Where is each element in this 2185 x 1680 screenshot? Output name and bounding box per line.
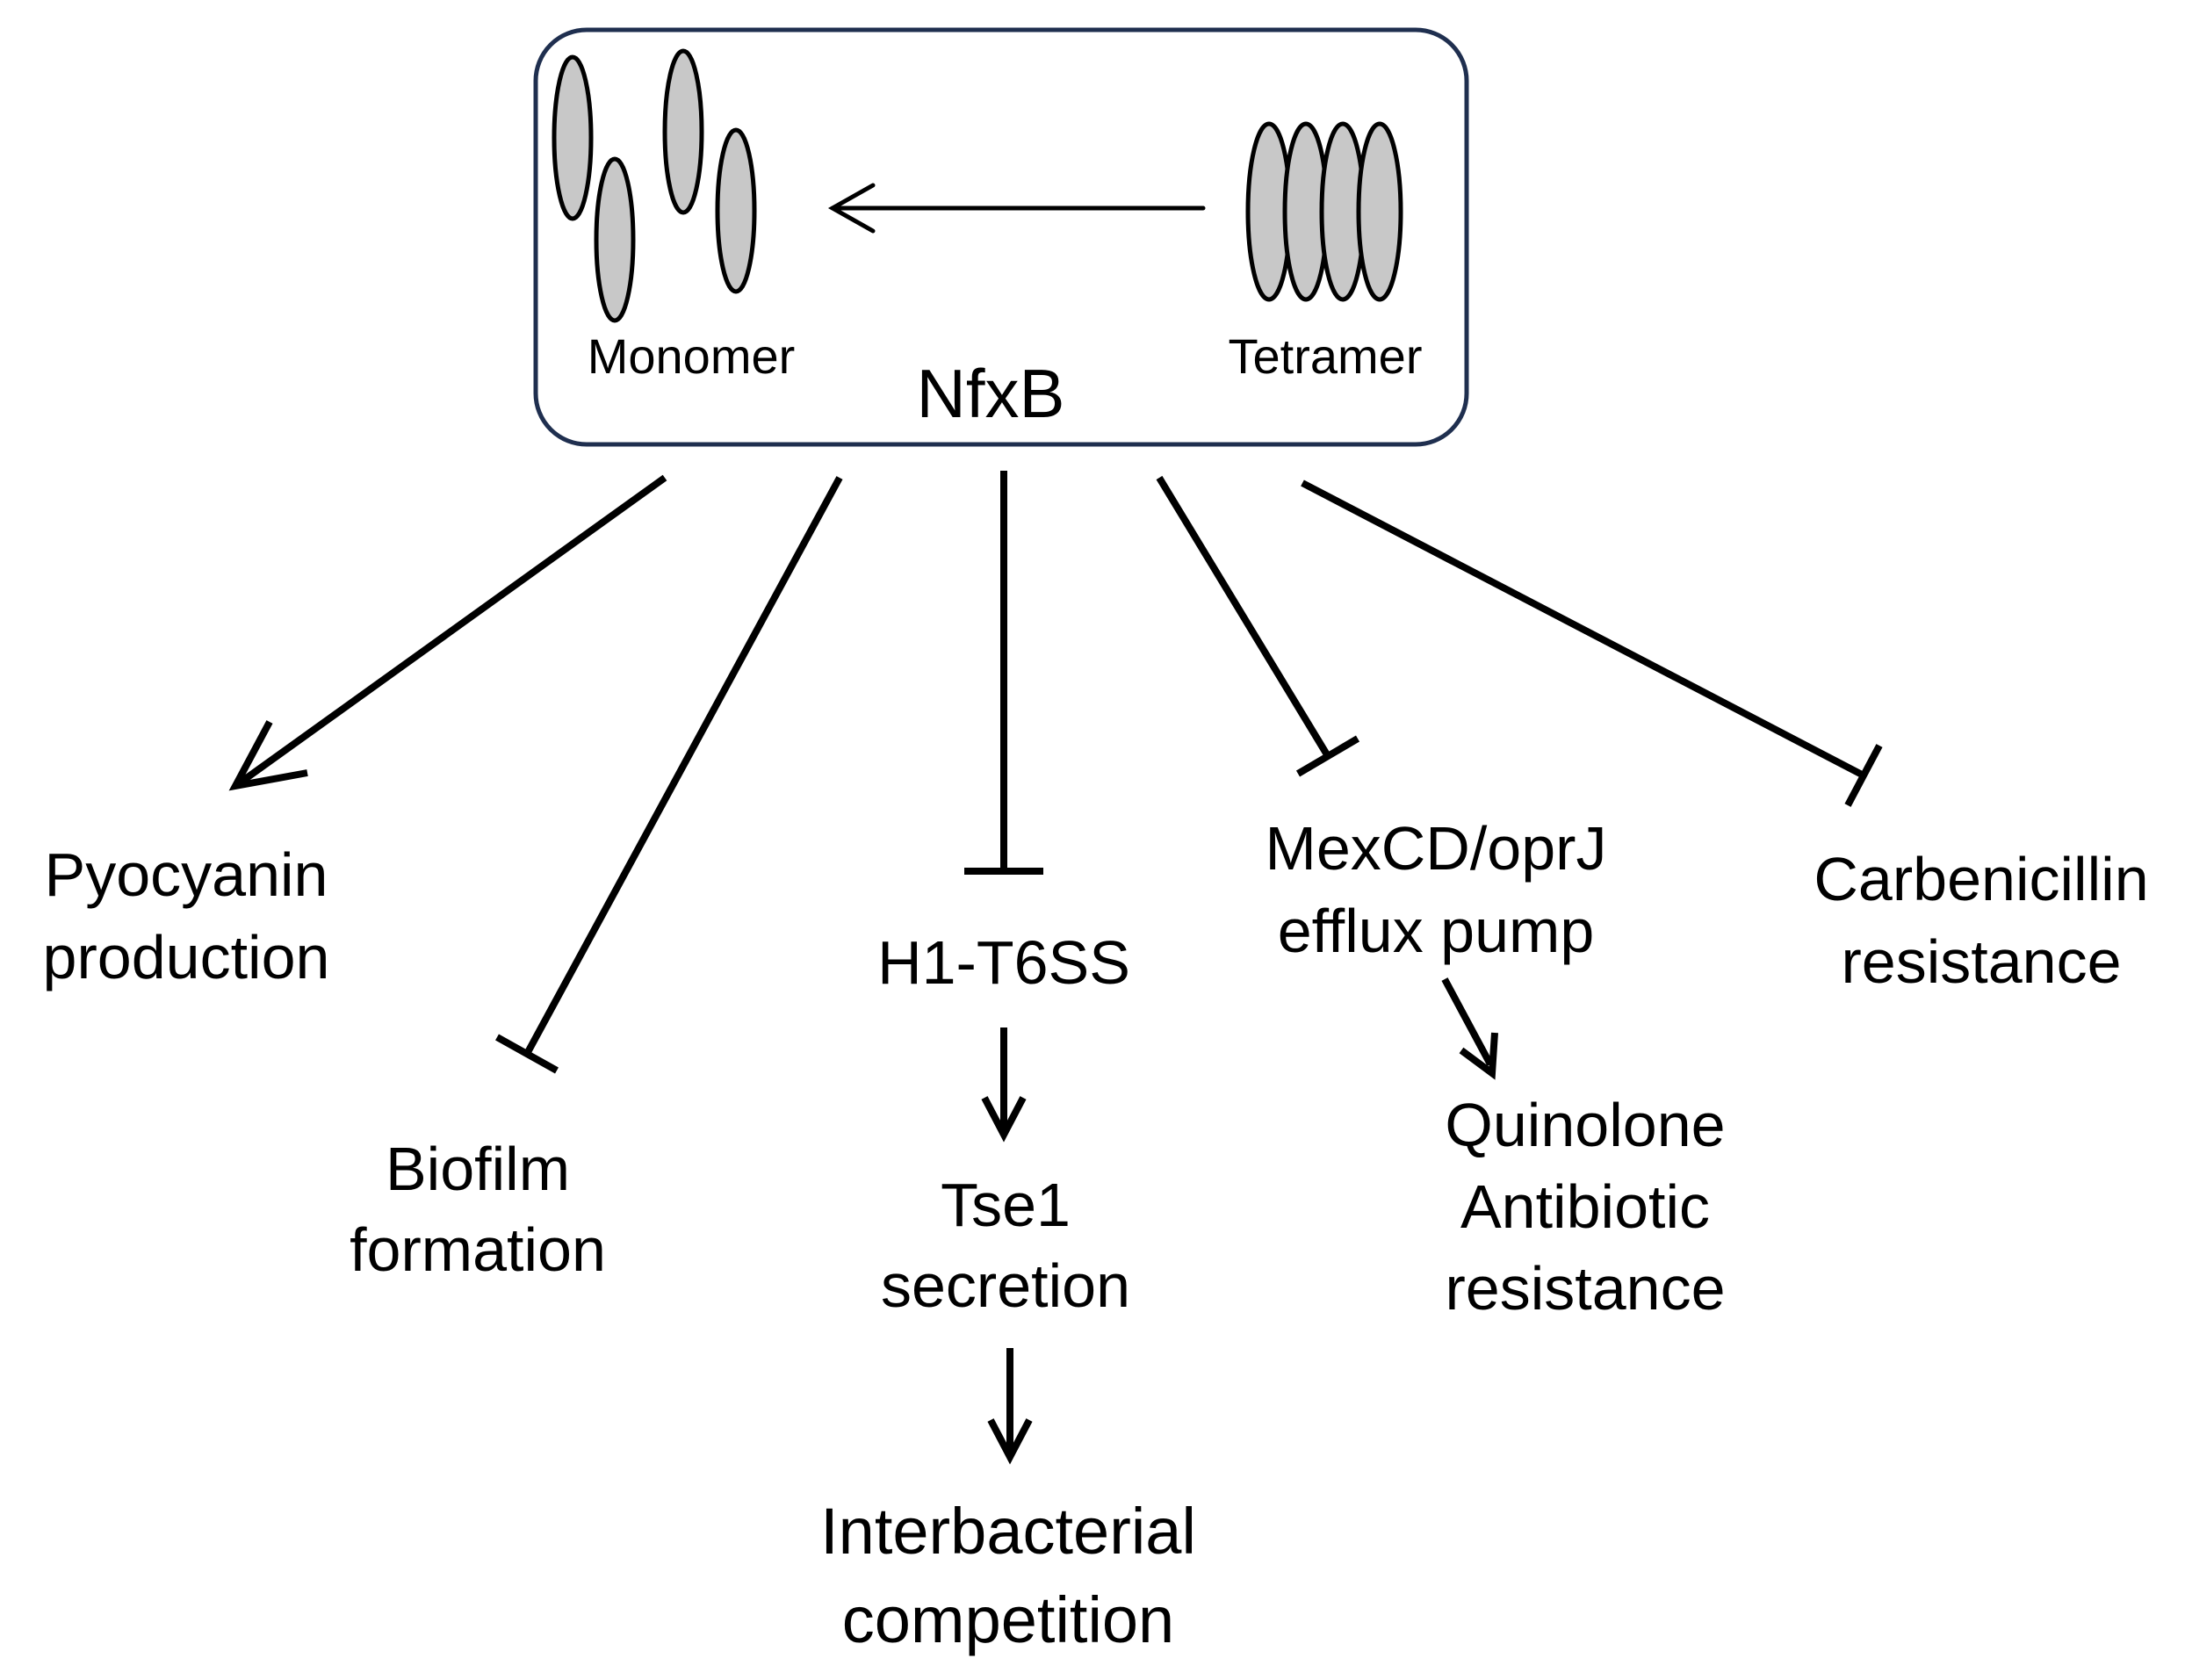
mexcd-label-line1: MexCD/oprJ xyxy=(1266,814,1607,883)
mexcd-to-quinolone-arrow xyxy=(1441,977,1498,1080)
biofilm-label-line2: formation xyxy=(350,1215,606,1284)
monomer-subunits xyxy=(552,48,757,323)
carbenicillin-repression-line xyxy=(1301,479,1883,807)
quinolone-label: Quinolone Antibiotic resistance xyxy=(1445,1091,1725,1323)
mexcd-repression-line xyxy=(1156,475,1360,777)
pyocyanin-label-line2: production xyxy=(43,923,330,991)
interbacterial-label-line2: competition xyxy=(842,1583,1174,1656)
dissociation-arrow xyxy=(827,183,1206,234)
interbacterial-label-line1: Interbacterial xyxy=(820,1495,1196,1568)
pyocyanin-activation-arrow xyxy=(228,474,667,791)
mexcd-label-line2: efflux pump xyxy=(1278,897,1595,965)
quinolone-label-line2: Antibiotic xyxy=(1460,1172,1710,1241)
monomer-subunit xyxy=(552,54,594,221)
pyocyanin-label: Pyocyanin production xyxy=(43,840,330,991)
monomer-subunit xyxy=(662,48,704,215)
quinolone-label-line3: resistance xyxy=(1445,1254,1725,1323)
tse1-label-line2: secretion xyxy=(881,1251,1130,1320)
biofilm-label-line1: Biofilm xyxy=(386,1135,570,1203)
tse1-label: Tse1 secretion xyxy=(881,1171,1130,1320)
tetramer-subunit xyxy=(1356,121,1403,302)
monomer-label: Monomer xyxy=(588,328,796,384)
carbenicillin-label-line1: Carbenicillin xyxy=(1814,845,2148,913)
quinolone-label-line1: Quinolone xyxy=(1445,1091,1725,1159)
monomer-subunit xyxy=(594,156,636,323)
mexcd-label: MexCD/oprJ efflux pump xyxy=(1266,814,1607,965)
tse1-to-competition-arrow xyxy=(987,1348,1033,1465)
tetramer-subunits xyxy=(1245,121,1403,302)
monomer-subunit xyxy=(715,127,757,294)
h1-t6ss-repression-line xyxy=(964,471,1043,875)
biofilm-repression-line xyxy=(495,476,843,1074)
tetramer-label: Tetramer xyxy=(1229,328,1423,384)
h1-t6ss-label: H1-T6SS xyxy=(877,928,1130,997)
carbenicillin-label-line2: resistance xyxy=(1841,927,2121,996)
interbacterial-label: Interbacterial competition xyxy=(820,1495,1196,1656)
nfxb-box xyxy=(533,27,1469,447)
t6ss-to-tse1-arrow xyxy=(981,1027,1027,1143)
tse1-label-line1: Tse1 xyxy=(941,1171,1071,1239)
carbenicillin-label: Carbenicillin resistance xyxy=(1814,845,2148,996)
nfxb-title: NfxB xyxy=(916,355,1064,432)
biofilm-label: Biofilm formation xyxy=(350,1135,606,1284)
pyocyanin-label-line1: Pyocyanin xyxy=(45,840,328,909)
